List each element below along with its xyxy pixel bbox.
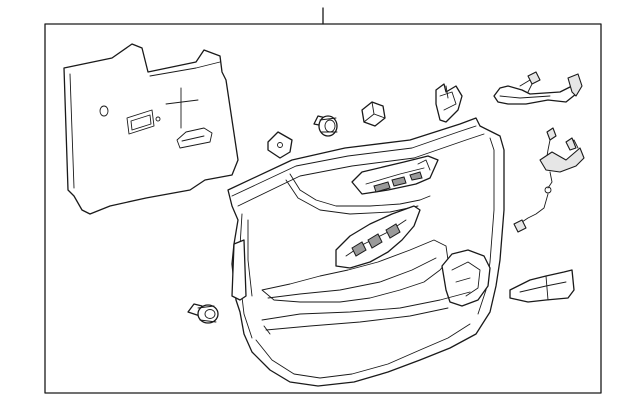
wiring-harness-upper <box>493 71 583 105</box>
diagram-frame <box>44 23 602 394</box>
hex-nut <box>361 101 386 127</box>
water-deflector <box>63 43 239 215</box>
push-pin-clip <box>313 115 338 137</box>
door-trim-panel <box>227 117 505 387</box>
lower-clip <box>187 303 219 324</box>
retainer-plug <box>267 131 293 159</box>
insulator <box>509 269 575 303</box>
wiring-harness-lower <box>513 127 585 233</box>
bracket <box>435 83 463 123</box>
